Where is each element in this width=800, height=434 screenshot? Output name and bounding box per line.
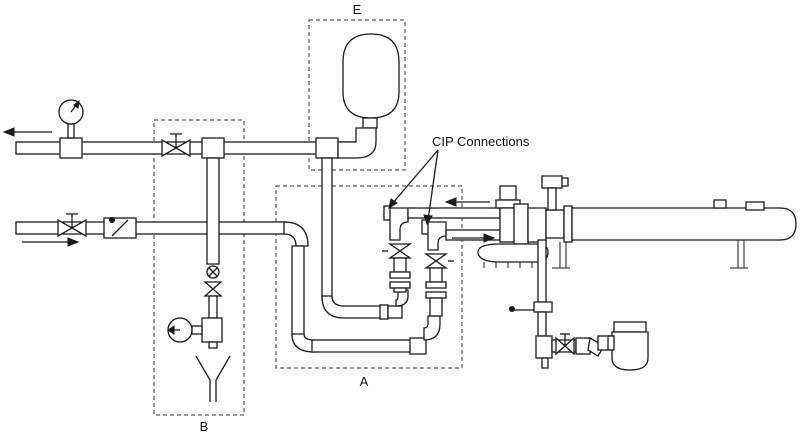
air-vent-icon: [541, 175, 569, 211]
check-valve-icon: [103, 217, 137, 239]
control-valve-icon: [477, 185, 549, 268]
zone-a-box: [275, 185, 463, 369]
pressure-gauge-b-icon: [167, 317, 203, 343]
heat-exchanger-icon: [545, 199, 797, 269]
cip-pointer-lines: [388, 149, 439, 226]
outer-loop-pipe: [283, 221, 441, 355]
zone-b-label: B: [200, 419, 209, 434]
zone-b-box: [153, 119, 245, 416]
lower-pipe: [15, 221, 287, 235]
zone-e-label: E: [353, 2, 362, 17]
valve-icon-top: [161, 133, 191, 158]
zone-e-box: [308, 19, 406, 171]
tee-fitting-top: [201, 137, 225, 159]
condensate-drain: [509, 239, 611, 369]
flow-arrow-out-top: [2, 127, 52, 137]
inner-loop-pipe: [321, 157, 409, 320]
drain-column-b: [201, 157, 223, 349]
tee-fitting-receiver: [315, 137, 339, 159]
cip-arrow-in: [444, 197, 490, 207]
drain-funnel-icon: [195, 355, 231, 402]
cip-valve-stack-right: [421, 219, 454, 317]
zone-a-label: A: [360, 374, 369, 389]
cip-arrow-out: [452, 233, 496, 243]
receiver-tank-icon: [337, 33, 400, 159]
valve-icon-lower: [57, 213, 87, 238]
cip-valve-stack-left: [382, 205, 413, 293]
steam-trap-icon: [607, 321, 649, 371]
cip-connections-label: CIP Connections: [432, 134, 530, 149]
flow-arrow-in-bottom: [22, 237, 80, 247]
pressure-gauge-icon: [58, 99, 84, 159]
